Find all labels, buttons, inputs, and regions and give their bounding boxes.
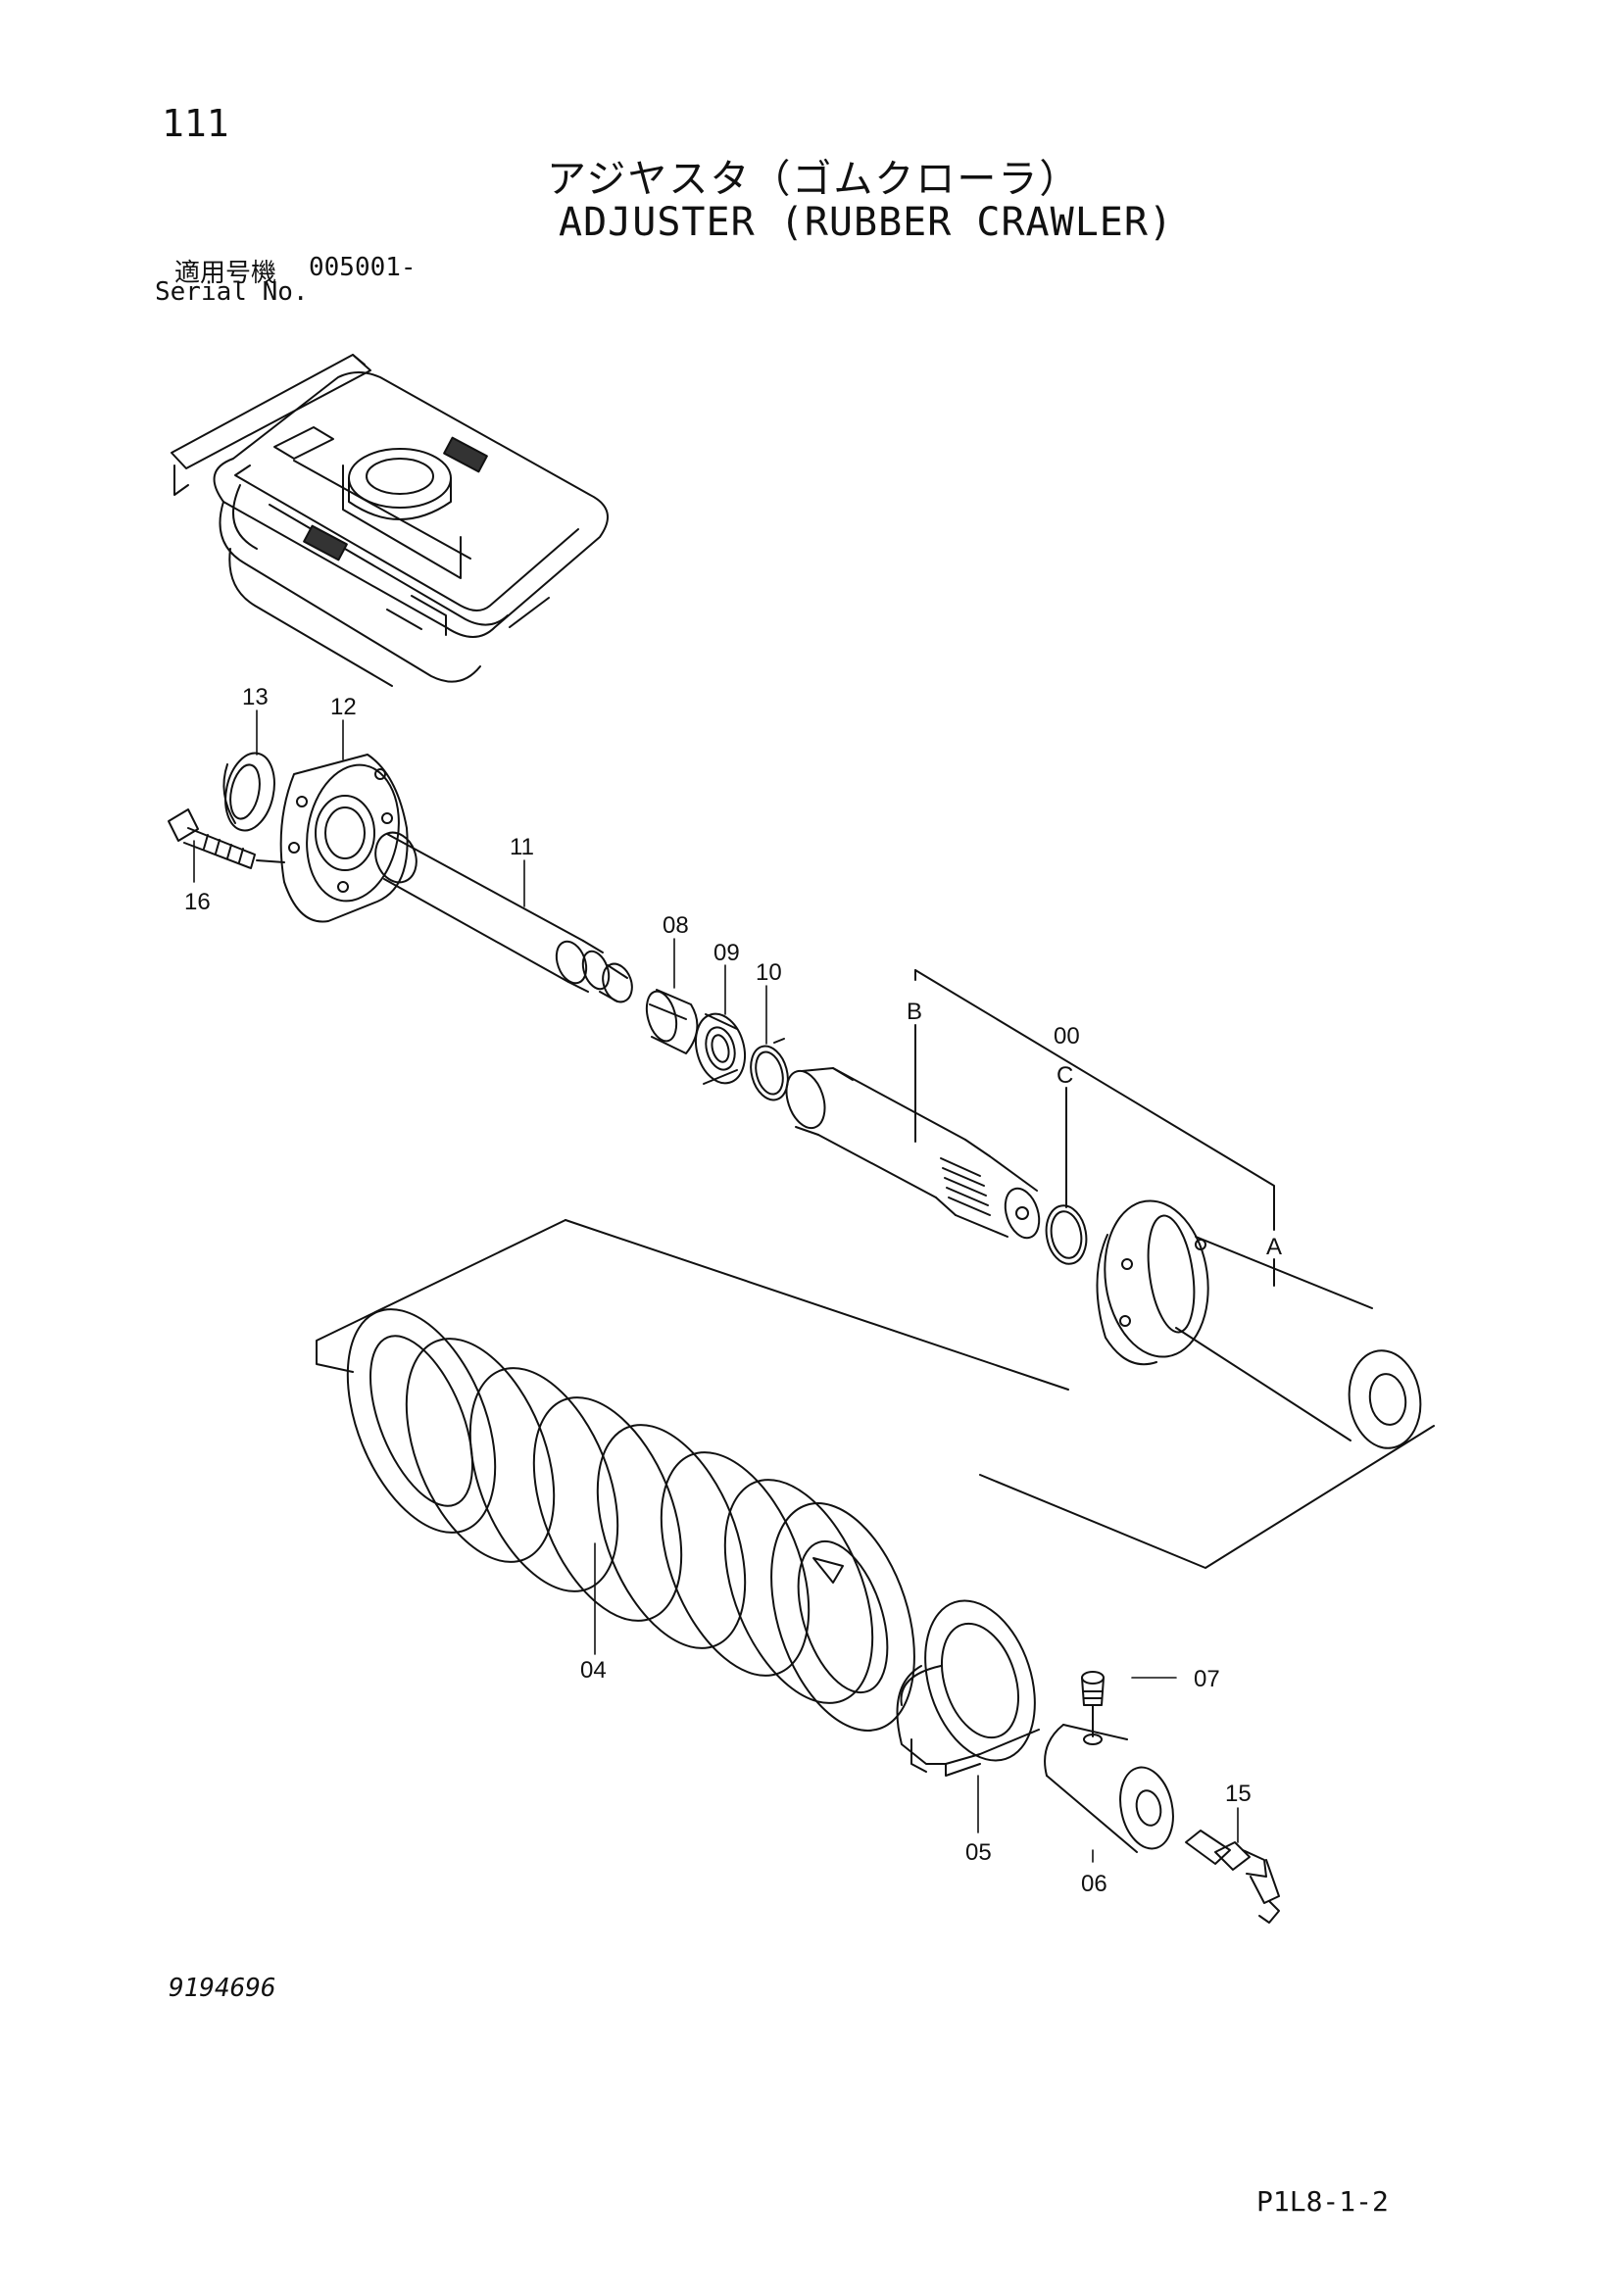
callout-08: 08 xyxy=(663,912,689,939)
callout-09: 09 xyxy=(713,940,740,966)
part-a-cylinder-illustration xyxy=(1096,1199,1422,1449)
part-10-snap-ring-illustration xyxy=(750,1038,789,1101)
part-07-set-screw-illustration xyxy=(1081,1671,1105,1737)
part-06-nut-illustration xyxy=(1044,1724,1174,1853)
page-number: 111 xyxy=(162,102,229,145)
serial-label-japanese: 適用号機 xyxy=(174,259,277,288)
part-c-o-ring-illustration xyxy=(1045,1204,1088,1265)
undercarriage-overview-illustration xyxy=(171,354,609,687)
callout-10: 10 xyxy=(756,959,782,986)
drawing-number: 9194696 xyxy=(169,1974,276,2003)
callout-00: 00 xyxy=(1054,1023,1080,1050)
callout-a: A xyxy=(1266,1234,1282,1260)
callout-07: 07 xyxy=(1194,1666,1220,1692)
part-05-spring-seat-illustration xyxy=(896,1599,1040,1777)
callout-06: 06 xyxy=(1081,1871,1107,1897)
callout-11: 11 xyxy=(510,834,534,860)
title-japanese: アジヤスタ（ゴムクローラ） xyxy=(547,157,1081,202)
callout-16: 16 xyxy=(184,889,211,915)
callout-c: C xyxy=(1057,1062,1073,1089)
callout-15: 15 xyxy=(1225,1781,1252,1807)
serial-number-value: 005001- xyxy=(309,253,417,282)
callout-leader-lines xyxy=(193,709,1239,1863)
spring-assembly-boundary xyxy=(316,1219,1435,1569)
part-08-bushing-illustration xyxy=(645,989,699,1054)
part-15-grease-fitting-illustration xyxy=(1185,1830,1280,1924)
part-04-spring-illustration xyxy=(346,1308,915,1732)
part-11-rod-illustration xyxy=(374,831,633,1003)
callout-12: 12 xyxy=(330,694,357,720)
page-code: P1L8-1-2 xyxy=(1256,2185,1389,2218)
part-13-seal-illustration xyxy=(222,752,275,832)
callout-13: 13 xyxy=(242,684,269,710)
title-english: ADJUSTER (RUBBER CRAWLER) xyxy=(559,200,1174,245)
part-12-flange-bracket-illustration xyxy=(279,754,409,923)
part-b-piston-illustration xyxy=(785,1067,1041,1240)
callout-05: 05 xyxy=(965,1839,992,1866)
callout-b: B xyxy=(907,999,922,1025)
part-09-bearing-illustration xyxy=(695,1012,746,1085)
assembly-00-bracket-lines xyxy=(914,969,1275,1287)
part-16-bolt-illustration xyxy=(168,808,285,869)
serial-label-english: Serial No. xyxy=(155,277,309,307)
callout-04: 04 xyxy=(580,1657,607,1684)
